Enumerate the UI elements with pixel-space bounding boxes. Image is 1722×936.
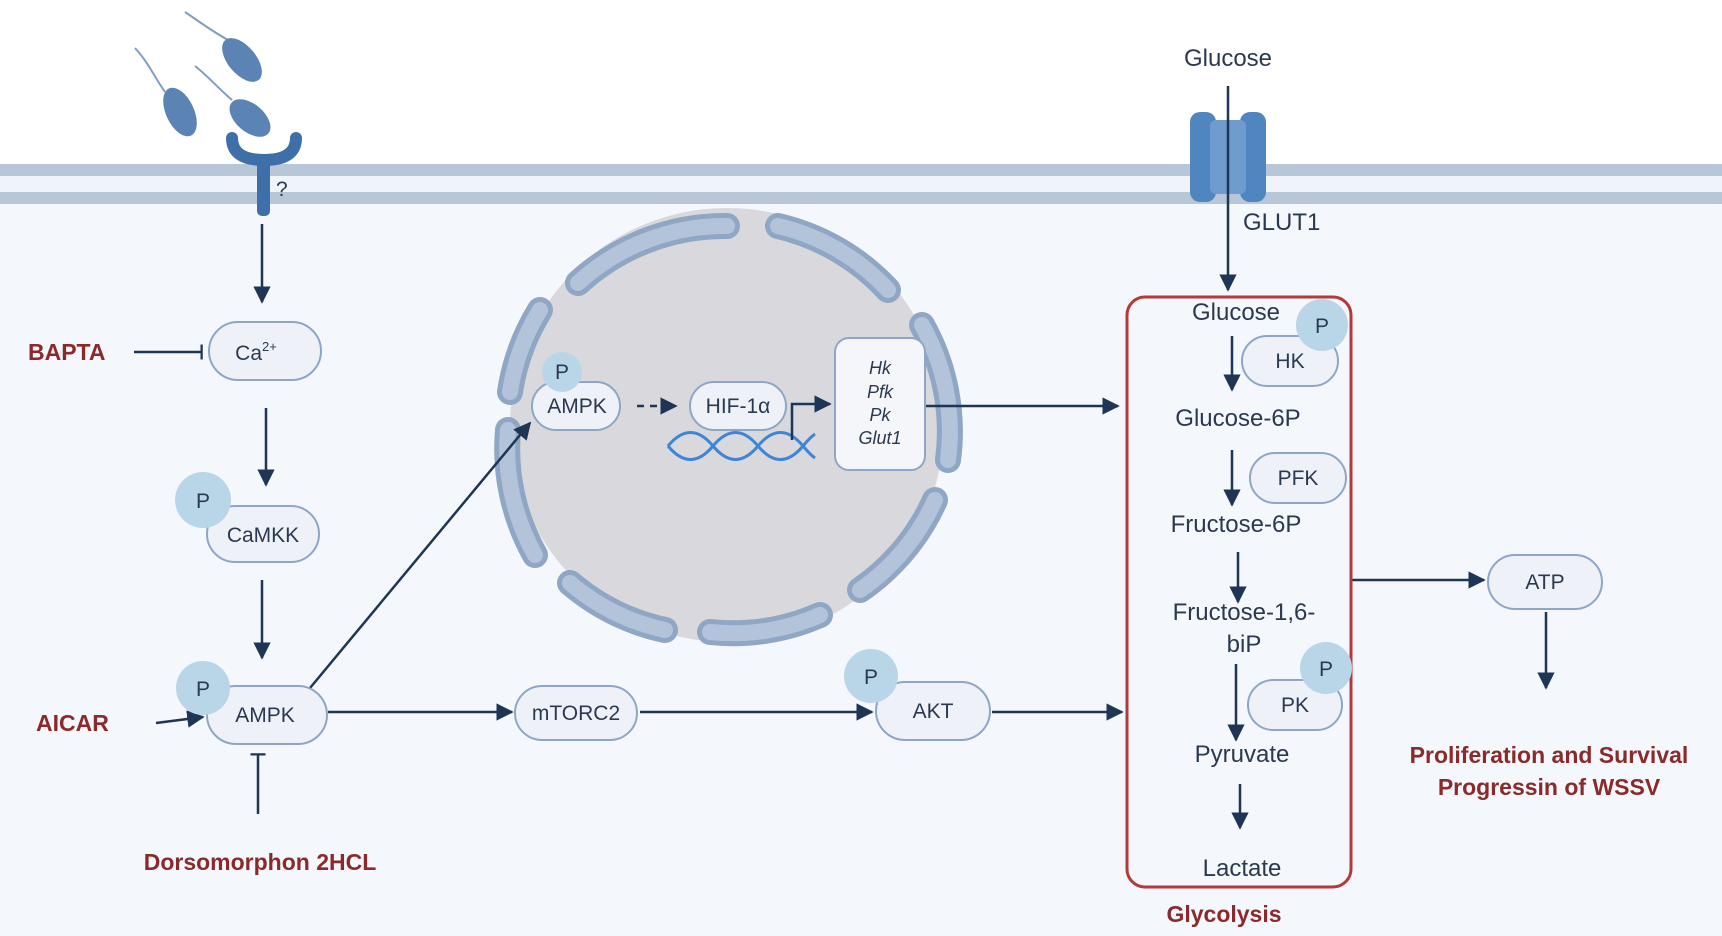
outcome-line2: Progressin of WSSV [1438,774,1661,800]
receptor-icon [226,132,302,216]
receptor-question-label: ? [276,178,288,201]
pfk-enzyme-node[interactable]: PFK [1249,452,1347,504]
atp-node[interactable]: ATP [1487,554,1603,610]
outcome-line1: Proliferation and Survival [1410,742,1689,768]
fructose-16bp-line1: Fructose-1,6- [1173,599,1316,626]
aicar-label: AICAR [36,710,109,736]
ca-label: Ca [235,342,262,365]
ca-superscript: 2+ [262,339,277,354]
ampk-node[interactable]: AMPK [206,685,328,745]
mtorc2-label: mTORC2 [532,702,620,725]
akt-phospho-badge: P [844,649,898,703]
glut1-label: GLUT1 [1243,209,1320,236]
hif-label: HIF-1α [706,395,771,418]
camkk-label: CaMKK [227,524,299,547]
glycolysis-box [1125,295,1353,889]
akt-node[interactable]: AKT [875,681,991,741]
glucose-6p-label: Glucose-6P [1175,405,1300,432]
glycolysis-label: Glycolysis [1166,901,1281,927]
ca-node[interactable]: Ca2+ [208,321,322,381]
svg-text:P: P [555,361,569,384]
lactate-label: Lactate [1203,855,1282,882]
transcription-arrow [790,395,832,440]
camkk-node[interactable]: CaMKK [206,505,320,563]
glucose-intracellular-label: Glucose [1192,299,1280,326]
ampk-label: AMPK [235,704,295,727]
fructose-16bp-line2: biP [1227,631,1262,658]
bapta-label: BAPTA [28,339,106,365]
nuclear-ampk-node[interactable]: AMPK [531,381,621,431]
svg-text:P: P [196,490,210,513]
nuclear-ampk-phospho-badge: P [542,352,582,392]
glucose-extracellular-label: Glucose [1184,45,1272,72]
hk-phospho-badge: P [1296,299,1348,351]
ampk-phospho-badge: P [176,661,230,715]
dorsomorphon-label: Dorsomorphon 2HCL [144,849,377,875]
gene-glut1-label: Glut1 [858,428,901,448]
dna-helix-icon [666,431,816,461]
glycolytic-genes-box: Hk Pfk Pk Glut1 [834,337,926,471]
svg-text:P: P [1319,658,1333,681]
svg-text:P: P [864,666,878,689]
pk-label: PK [1281,694,1309,717]
pathway-arrows [134,86,1555,830]
atp-label: ATP [1525,571,1564,594]
mtorc2-node[interactable]: mTORC2 [514,685,638,741]
nuclear-ampk-label: AMPK [547,395,607,418]
camkk-phospho-badge: P [175,472,231,528]
fructose-6p-label: Fructose-6P [1171,511,1302,538]
virus-particles-icon [134,11,271,137]
cell-membrane [0,164,1722,204]
pyruvate-label: Pyruvate [1195,741,1290,768]
svg-text:P: P [196,678,210,701]
akt-label: AKT [913,700,954,723]
hif-node[interactable]: HIF-1α [689,381,787,431]
svg-text:P: P [1315,315,1329,338]
gene-pk-label: Pk [869,405,891,425]
pfk-label: PFK [1278,467,1319,490]
svg-text:Ca2+: Ca2+ [235,339,277,365]
gene-pfk-label: Pfk [867,382,894,402]
pk-phospho-badge: P [1300,642,1352,694]
hk-label: HK [1275,350,1304,373]
gene-hk-label: Hk [869,358,892,378]
